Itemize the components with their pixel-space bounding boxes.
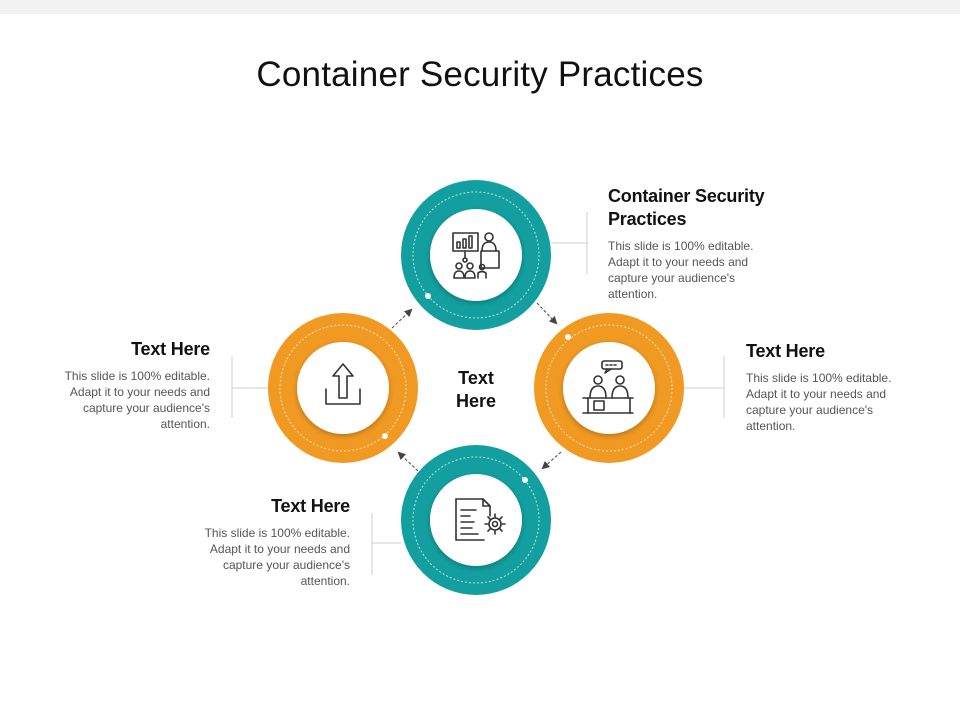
connector-left: [231, 356, 268, 418]
dot-top: [425, 293, 431, 299]
arrow-right-to-bottom: [541, 451, 562, 470]
dot-right: [565, 334, 571, 340]
document-gear-icon: [455, 498, 506, 541]
arrow-bottom-to-left: [397, 451, 419, 472]
upload-icon: [325, 363, 361, 405]
connector-right: [684, 356, 725, 418]
circle-top: [401, 180, 551, 330]
body-right: This slide is 100% editable. Adapt it to…: [746, 371, 892, 433]
heading-left: Text Here: [131, 339, 210, 359]
circle-left: [268, 313, 418, 463]
text-block-left: Text Here This slide is 100% editable. A…: [20, 338, 211, 432]
heading-top: Container Security Practices: [608, 186, 765, 229]
heading-right: Text Here: [746, 341, 825, 361]
text-block-top: Container Security Practices This slide …: [608, 185, 798, 302]
text-block-right: Text Here This slide is 100% editable. A…: [746, 340, 936, 434]
arrow-left-to-top: [391, 308, 413, 329]
text-block-bottom: Text Here This slide is 100% editable. A…: [160, 495, 351, 589]
body-top: This slide is 100% editable. Adapt it to…: [608, 239, 754, 301]
connector-top: [551, 212, 588, 274]
arrow-top-to-right: [536, 302, 558, 325]
cycle-arrows: [391, 302, 562, 472]
meeting-desk-icon: [582, 360, 634, 414]
presentation-audience-icon: [452, 232, 500, 279]
dot-left: [382, 433, 388, 439]
circle-bottom: [401, 445, 551, 595]
circle-right: [534, 313, 684, 463]
connector-lines: [231, 212, 725, 575]
body-left: This slide is 100% editable. Adapt it to…: [64, 369, 210, 431]
connector-bottom: [371, 513, 401, 575]
dot-bottom: [522, 477, 528, 483]
body-bottom: This slide is 100% editable. Adapt it to…: [204, 526, 350, 588]
heading-bottom: Text Here: [271, 496, 350, 516]
center-label: Text Here: [455, 368, 497, 411]
top-bar: [0, 0, 960, 14]
slide-title: Container Security Practices: [256, 55, 704, 95]
